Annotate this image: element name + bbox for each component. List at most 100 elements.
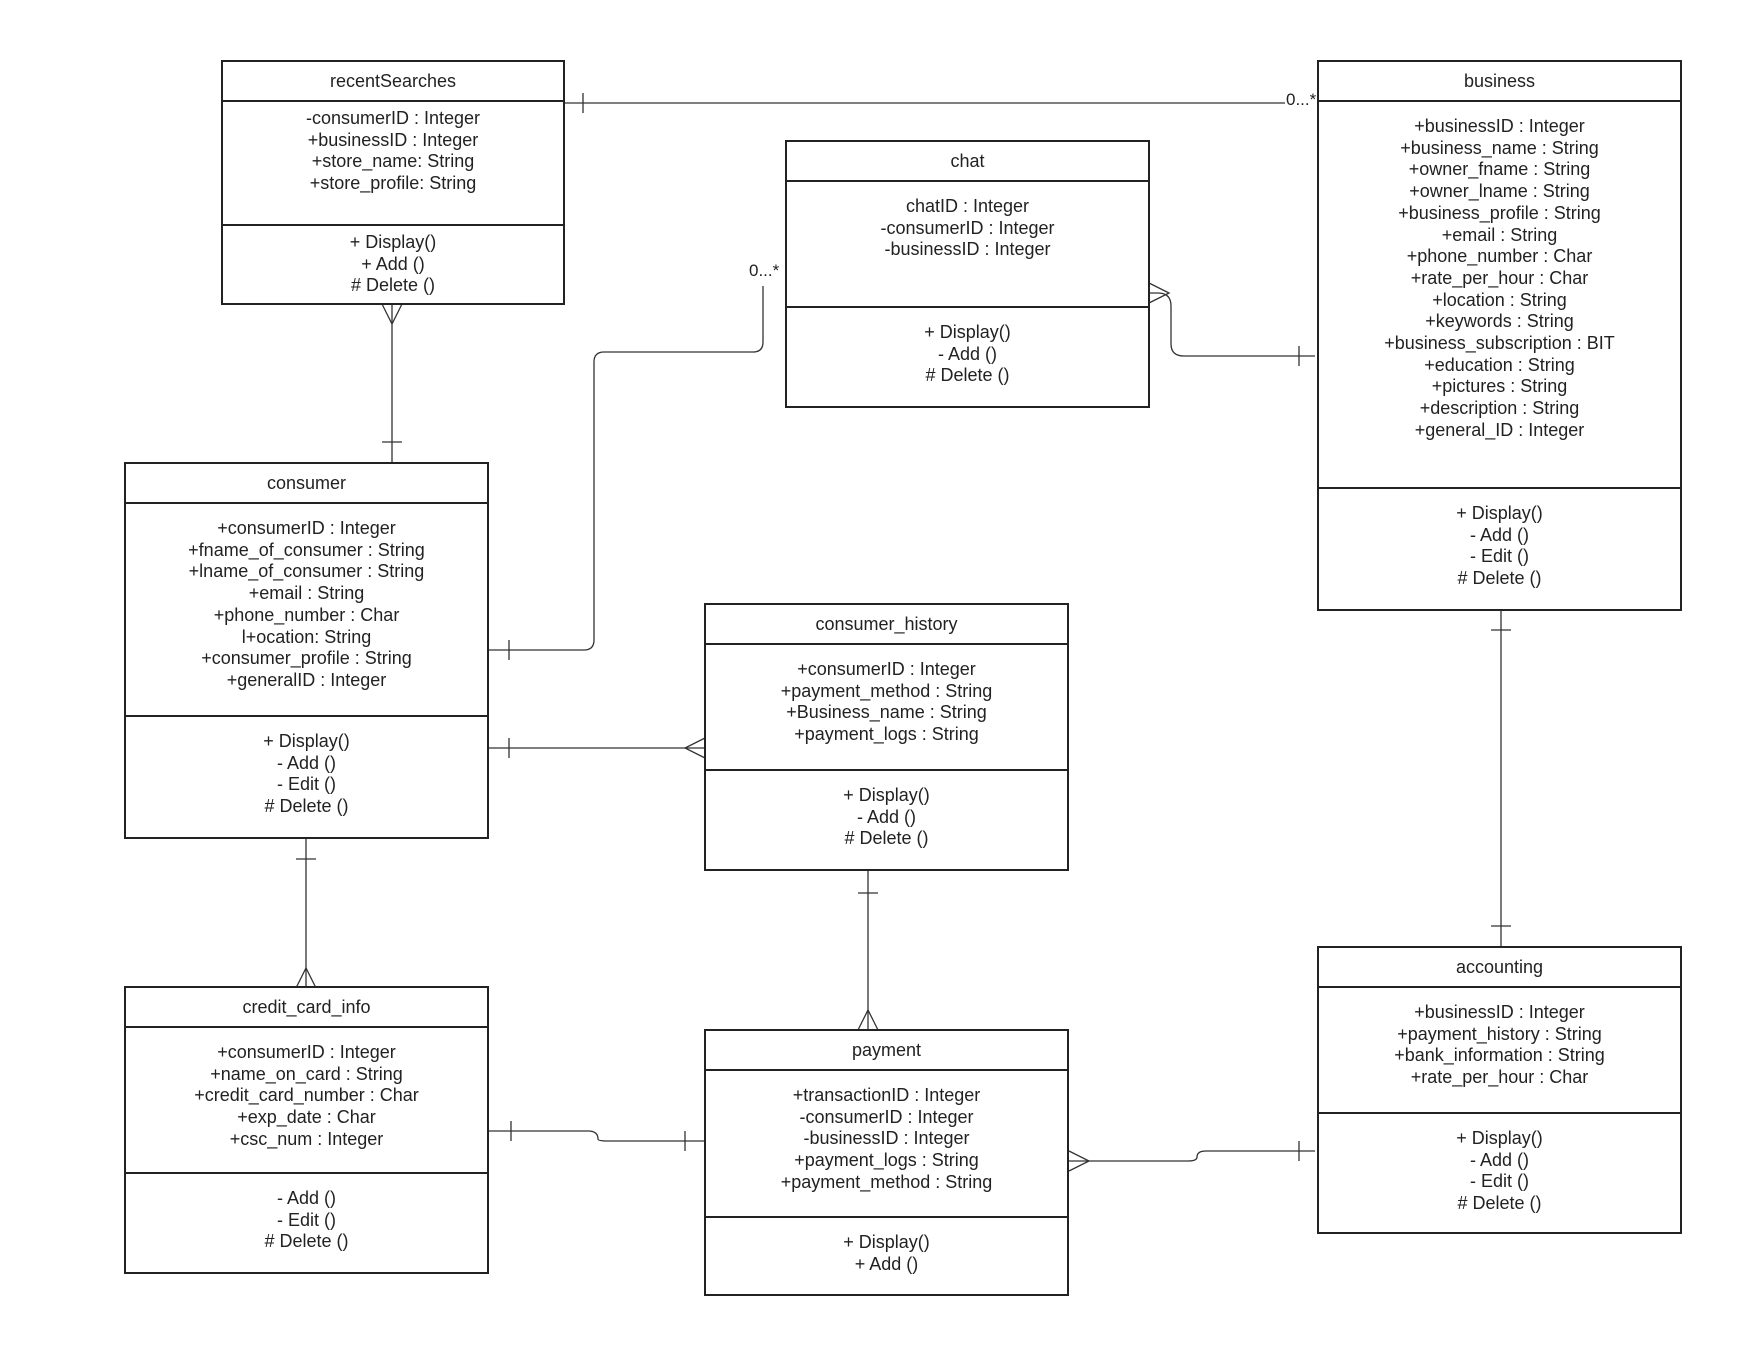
- class-name: business: [1319, 62, 1680, 102]
- attributes-section: +consumerID : Integer +name_on_card : St…: [126, 1028, 487, 1174]
- multiplicity-label: 0...*: [1285, 90, 1318, 110]
- method: # Delete (): [844, 828, 929, 849]
- attribute: +payment_history : String: [1397, 1023, 1602, 1044]
- class-business[interactable]: business +businessID : Integer +business…: [1317, 60, 1682, 611]
- method: + Display(): [263, 731, 350, 751]
- class-credit-card-info[interactable]: credit_card_info +consumerID : Integer +…: [124, 986, 489, 1274]
- method: - Add (): [856, 806, 917, 827]
- method: - Edit (): [276, 1209, 336, 1230]
- attribute: +owner_lname : String: [1409, 181, 1590, 202]
- attribute: +fname_of_consumer : String: [188, 539, 425, 560]
- method: + Display(): [1456, 503, 1543, 523]
- class-consumer-history[interactable]: consumer_history +consumerID : Integer +…: [704, 603, 1069, 871]
- method: + Display(): [349, 232, 437, 252]
- attribute: +consumer_profile : String: [201, 648, 412, 669]
- method: # Delete (): [925, 365, 1010, 386]
- crow-foot: [381, 303, 403, 326]
- connector-chat-consumer: [489, 286, 764, 651]
- attribute: +business_profile : String: [1398, 202, 1601, 223]
- attribute: +location : String: [1432, 289, 1567, 310]
- attribute: +pictures : String: [1431, 376, 1568, 397]
- attribute: +description : String: [1419, 398, 1580, 419]
- method: # Delete (): [1457, 568, 1542, 589]
- attribute: +business_subscription : BIT: [1384, 333, 1615, 354]
- attribute: +email : String: [248, 583, 365, 604]
- connector-payment-accounting: [1069, 1150, 1315, 1162]
- class-name: consumer_history: [706, 605, 1067, 645]
- connector-chat-business: [1149, 292, 1315, 357]
- attribute: +store_profile: String: [309, 173, 477, 194]
- crow-foot: [1148, 282, 1171, 304]
- attribute: -consumerID : Integer: [799, 1106, 974, 1127]
- method: - Edit (): [1469, 546, 1529, 567]
- method: - Edit (): [1469, 1171, 1529, 1192]
- class-name: chat: [787, 142, 1148, 182]
- methods-section: + Display() - Add () - Edit () # Delete …: [1319, 1114, 1680, 1215]
- attribute: +generalID : Integer: [226, 669, 387, 690]
- class-accounting[interactable]: accounting +businessID : Integer +paymen…: [1317, 946, 1682, 1234]
- method: - Add (): [276, 1188, 337, 1208]
- attribute: +business_name : String: [1400, 137, 1599, 158]
- attribute: +businessID : Integer: [1414, 1002, 1585, 1022]
- method: # Delete (): [264, 796, 349, 817]
- method: + Display(): [843, 785, 930, 805]
- attribute: +general_ID : Integer: [1414, 419, 1585, 440]
- class-consumer[interactable]: consumer +consumerID : Integer +fname_of…: [124, 462, 489, 839]
- crow-foot: [295, 966, 317, 989]
- class-chat[interactable]: chat chatID : Integer -consumerID : Inte…: [785, 140, 1150, 408]
- attribute: +bank_information : String: [1394, 1045, 1605, 1066]
- methods-section: + Display() - Add () # Delete (): [787, 308, 1148, 387]
- attribute: +consumerID : Integer: [217, 518, 396, 538]
- attribute: +phone_number : Char: [213, 604, 400, 625]
- attribute: +owner_fname : String: [1408, 159, 1591, 180]
- attributes-section: chatID : Integer -consumerID : Integer -…: [787, 182, 1148, 308]
- attribute: +payment_logs : String: [794, 724, 979, 745]
- attribute: +education : String: [1424, 354, 1575, 375]
- attribute: +rate_per_hour : Char: [1410, 267, 1589, 288]
- attribute: +transactionID : Integer: [792, 1085, 981, 1105]
- methods-section: - Add () - Edit () # Delete (): [126, 1174, 487, 1253]
- method: - Add (): [1469, 524, 1530, 545]
- attribute: +payment_method : String: [780, 1171, 993, 1192]
- class-name: payment: [706, 1031, 1067, 1071]
- attribute: +payment_method : String: [780, 680, 993, 701]
- methods-section: + Display() - Add () - Edit () # Delete …: [126, 717, 487, 818]
- attribute: +businessID : Integer: [1414, 116, 1585, 136]
- attributes-section: +consumerID : Integer +fname_of_consumer…: [126, 504, 487, 717]
- attributes-section: -consumerID : Integer +businessID : Inte…: [223, 102, 563, 226]
- attribute: chatID : Integer: [905, 196, 1030, 216]
- attribute: +keywords : String: [1425, 311, 1574, 332]
- attribute: +lname_of_consumer : String: [188, 561, 425, 582]
- method: - Edit (): [276, 774, 336, 795]
- attribute: +consumerID : Integer: [217, 1042, 396, 1062]
- methods-section: + Display() + Add () # Delete (): [223, 226, 563, 297]
- attribute: -businessID : Integer: [884, 239, 1051, 260]
- connector-credit-payment: [489, 1130, 705, 1142]
- class-recentsearches[interactable]: recentSearches -consumerID : Integer +bu…: [221, 60, 565, 305]
- class-name: consumer: [126, 464, 487, 504]
- attributes-section: +transactionID : Integer -consumerID : I…: [706, 1071, 1067, 1218]
- methods-section: + Display() - Add () - Edit () # Delete …: [1319, 489, 1680, 590]
- attribute: -consumerID : Integer: [305, 108, 481, 128]
- method: + Add (): [361, 253, 425, 274]
- class-name: credit_card_info: [126, 988, 487, 1028]
- method: # Delete (): [350, 275, 436, 296]
- attribute: -consumerID : Integer: [880, 217, 1055, 238]
- crow-foot: [1068, 1150, 1091, 1172]
- attribute: +email : String: [1441, 224, 1558, 245]
- method: - Add (): [276, 752, 337, 773]
- method: # Delete (): [1457, 1193, 1542, 1214]
- method: + Add (): [854, 1253, 919, 1274]
- attributes-section: +consumerID : Integer +payment_method : …: [706, 645, 1067, 771]
- methods-section: + Display() + Add (): [706, 1218, 1067, 1275]
- attribute: +rate_per_hour : Char: [1410, 1067, 1589, 1088]
- class-payment[interactable]: payment +transactionID : Integer -consum…: [704, 1029, 1069, 1296]
- attribute: +exp_date : Char: [237, 1107, 376, 1128]
- attribute: +store_name: String: [311, 151, 475, 172]
- method: - Add (): [1469, 1149, 1530, 1170]
- attributes-section: +businessID : Integer +business_name : S…: [1319, 102, 1680, 489]
- class-name: recentSearches: [223, 62, 563, 102]
- attribute: +csc_num : Integer: [229, 1128, 384, 1149]
- methods-section: + Display() - Add () # Delete (): [706, 771, 1067, 850]
